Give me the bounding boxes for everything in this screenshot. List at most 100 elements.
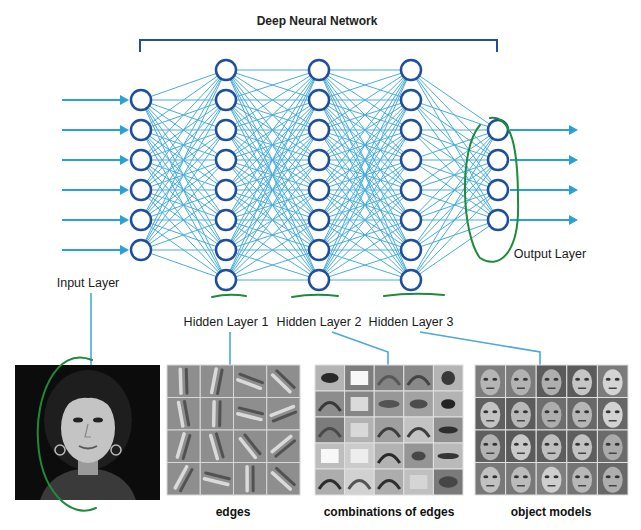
filter-stripe: [183, 436, 190, 459]
filter-cell: [234, 398, 267, 431]
model-cell: [597, 398, 628, 431]
model-mouth: [517, 420, 525, 422]
io-arrow-line: [510, 219, 571, 221]
neuron: [401, 60, 421, 80]
feature-blob: [412, 451, 426, 460]
model-mouth: [486, 453, 494, 455]
filter-cell: [234, 430, 267, 463]
io-arrow-line: [62, 129, 122, 131]
connection-line: [226, 190, 319, 280]
connection-line: [319, 160, 411, 280]
model-eye: [545, 475, 550, 478]
feature-blob: [439, 476, 458, 488]
connection-line: [411, 130, 498, 160]
model-mouth: [578, 485, 586, 487]
neuron: [216, 90, 236, 110]
connection-line: [319, 250, 411, 280]
connection-line: [319, 100, 411, 280]
connection-line: [141, 130, 226, 250]
feature-patch: [351, 449, 369, 463]
model-mouth: [609, 453, 617, 455]
neuron: [216, 120, 236, 140]
arrowhead: [120, 185, 129, 195]
feature-blob: [441, 371, 455, 385]
layer-label: Input Layer: [57, 276, 120, 291]
connection-line: [226, 70, 319, 250]
arrowhead: [120, 125, 129, 135]
leader-line: [332, 332, 388, 365]
neuron: [401, 120, 421, 140]
annotation-underline: [292, 295, 338, 297]
arrowhead: [120, 215, 129, 225]
model-eye: [615, 475, 620, 478]
connection-line: [319, 70, 411, 280]
model-eye: [483, 443, 488, 446]
connection-line: [226, 250, 319, 280]
arrowhead: [120, 245, 129, 255]
connection-line: [141, 160, 226, 250]
feature-patch: [351, 423, 369, 437]
face-model: [572, 369, 592, 395]
connection-line: [226, 70, 319, 160]
connection-line: [411, 130, 498, 160]
combination-cell: [404, 417, 434, 443]
connection-line: [319, 70, 411, 130]
model-mouth: [548, 453, 556, 455]
connection-line: [141, 70, 226, 100]
connection-line: [319, 280, 411, 281]
model-eye: [523, 443, 528, 446]
neuron: [401, 150, 421, 170]
combination-cell: [404, 391, 434, 417]
layer-label: Hidden Layer 3: [369, 315, 454, 330]
connection-line: [141, 70, 226, 220]
edge-filters: [167, 365, 300, 495]
filter-stripe: [218, 370, 223, 394]
combination-cell: [315, 391, 345, 417]
arrowhead: [120, 155, 129, 165]
filter-stripe: [245, 435, 260, 454]
face-model: [542, 402, 562, 428]
image-caption: object models: [511, 505, 592, 520]
feature-blob: [437, 453, 459, 459]
model-mouth: [578, 388, 586, 390]
neuron: [216, 180, 236, 200]
filter-cell: [200, 398, 233, 431]
annotations: [38, 118, 518, 511]
combination-cell: [433, 391, 463, 417]
arrowhead: [120, 95, 129, 105]
feature-arc: [319, 481, 341, 490]
neuron: [216, 210, 236, 230]
neuron: [309, 240, 329, 260]
connection-line: [411, 70, 498, 220]
model-mouth: [578, 420, 586, 422]
connection-line: [319, 160, 411, 280]
connection-line: [319, 70, 411, 220]
feature-patch: [321, 449, 339, 463]
combination-cell: [315, 469, 345, 495]
connection-line: [319, 190, 411, 280]
face-model: [572, 434, 592, 460]
combination-cell: [374, 443, 404, 469]
connection-line: [319, 100, 411, 280]
neuron: [488, 210, 508, 230]
filter-stripe: [218, 402, 221, 426]
edge-combinations: [315, 365, 463, 495]
connection-line: [319, 70, 411, 100]
model-eye: [606, 378, 611, 381]
feature-arc: [349, 481, 371, 490]
connection-line: [141, 100, 226, 250]
layer-label: Hidden Layer 2: [277, 315, 362, 330]
model-cell: [567, 398, 598, 431]
neuron: [309, 270, 329, 290]
neuron: [309, 60, 329, 80]
layer-label: Output Layer: [514, 247, 586, 262]
diagram-title: Deep Neural Network: [257, 14, 378, 29]
neuron: [131, 180, 151, 200]
leader-line: [420, 332, 540, 365]
feature-blob: [441, 399, 455, 409]
filter-stripe: [216, 434, 223, 457]
connection-line: [141, 190, 226, 280]
face-model: [542, 467, 562, 493]
connection-line: [226, 70, 319, 190]
connection-line: [141, 190, 226, 250]
